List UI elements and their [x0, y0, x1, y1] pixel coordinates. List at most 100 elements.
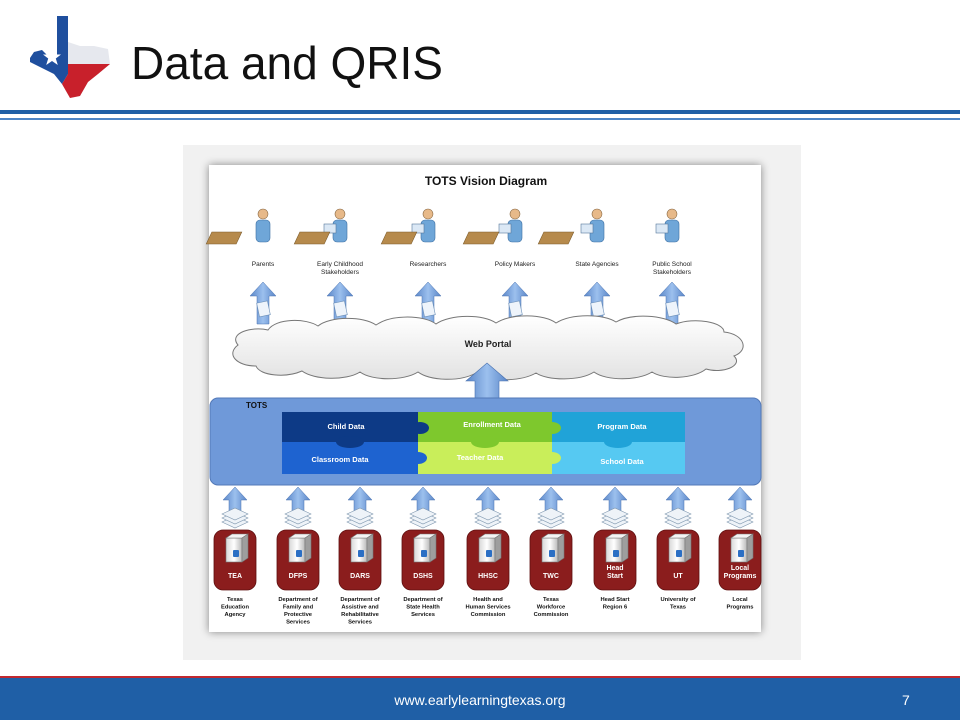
desk-worker-icon: [205, 208, 348, 245]
record-stack-icon: [284, 507, 312, 529]
source-label: Health and: [473, 597, 503, 603]
stakeholder-label: Parents: [252, 261, 275, 268]
texas-flag-logo: [30, 16, 110, 98]
document-icon: [256, 300, 271, 318]
source-code: HHSC: [478, 573, 498, 580]
stakeholder-4: State Agencies: [462, 208, 619, 325]
star-icon: [43, 48, 61, 65]
server-icon: [401, 529, 445, 591]
source-label: Commission: [471, 612, 506, 618]
source-code: Programs: [724, 573, 757, 580]
document-icon: [508, 300, 523, 318]
source-code: Head: [606, 565, 623, 572]
stakeholder-2: Researchers: [293, 208, 448, 325]
diagram-title: TOTS Vision Diagram: [425, 174, 547, 188]
footer-bar: [0, 678, 960, 720]
footer-url: www.earlylearningtexas.org: [394, 692, 566, 708]
data-puzzle: Child Data Enrollment Data Program Data …: [282, 412, 685, 474]
source-label: Workforce: [537, 605, 566, 611]
document-icon: [665, 300, 680, 318]
document-icon: [590, 300, 605, 318]
record-stack-icon: [537, 507, 565, 529]
server-icon: [656, 529, 700, 591]
stakeholder-0: Parents: [249, 208, 277, 325]
texas-map-red: [62, 64, 110, 98]
source-label: Agency: [225, 612, 247, 618]
policy-desk-icon: [380, 208, 523, 245]
source-code: Start: [607, 573, 624, 580]
up-arrow: [665, 486, 691, 513]
source-label: Services: [348, 620, 372, 626]
up-arrow: [347, 486, 373, 513]
source-label: Protective: [284, 612, 313, 618]
teacher-data-label: Teacher Data: [457, 453, 504, 462]
up-arrow: [285, 486, 311, 513]
web-portal-label: Web Portal: [465, 339, 512, 349]
server-icon: [213, 529, 257, 591]
source-label: Texas: [543, 597, 559, 603]
source-label: Local: [732, 597, 748, 603]
source-code: DSHS: [413, 573, 433, 580]
parent-figure-icon: [255, 208, 271, 243]
presenter-board-icon: [537, 208, 680, 245]
source-label: Head Start: [601, 597, 630, 603]
server-icon: [338, 529, 382, 591]
agency-desk-icon: [462, 208, 605, 245]
source-label: Programs: [726, 605, 753, 611]
source-code: TEA: [228, 573, 242, 580]
enrollment-data-label: Enrollment Data: [463, 420, 521, 429]
microscope-researcher-icon: [293, 208, 436, 245]
slide-title: Data and QRIS: [131, 37, 443, 89]
up-arrow: [410, 486, 436, 513]
source-label: Department of: [340, 597, 379, 603]
source-label: Assistive and: [341, 605, 379, 611]
record-stack-icon: [726, 507, 754, 529]
stakeholder-label: Researchers: [410, 261, 448, 268]
source-label: Human Services: [465, 605, 510, 611]
source-code: UT: [673, 573, 683, 580]
source-label: Department of: [403, 597, 442, 603]
program-data-label: Program Data: [597, 422, 647, 431]
stakeholder-label: Stakeholders: [653, 269, 692, 276]
classroom-data-label: Classroom Data: [311, 455, 369, 464]
record-stack-icon: [601, 507, 629, 529]
up-arrow: [222, 486, 248, 513]
source-label: State Health: [406, 605, 440, 611]
source-label: Commission: [534, 612, 569, 618]
school-data-label: School Data: [600, 457, 644, 466]
server-icon: [276, 529, 320, 591]
source-code: DFPS: [289, 573, 308, 580]
record-stack-icon: [474, 507, 502, 529]
source-label: Services: [286, 620, 310, 626]
source-code: DARS: [350, 573, 370, 580]
source-label: Education: [221, 605, 249, 611]
record-stack-icon: [409, 507, 437, 529]
server-icon: [593, 529, 637, 591]
record-stack-icon: [221, 507, 249, 529]
document-icon: [333, 300, 348, 318]
source-label: Texas: [670, 605, 686, 611]
title-rule-thick: [0, 110, 960, 114]
server-icon: [466, 529, 510, 591]
web-portal-cloud: Web Portal: [232, 315, 744, 381]
source-code: Local: [731, 565, 749, 572]
record-stack-icon: [346, 507, 374, 529]
stakeholder-label: State Agencies: [575, 261, 619, 268]
source-label: Department of: [278, 597, 317, 603]
title-rule-thin: [0, 118, 960, 120]
tots-to-portal-arrow: [465, 362, 509, 399]
source-label: University of: [660, 597, 695, 603]
tots-label: TOTS: [246, 401, 268, 410]
stakeholder-label: Stakeholders: [321, 269, 360, 276]
source-label: Texas: [227, 597, 243, 603]
source-label: Region 6: [603, 605, 628, 611]
